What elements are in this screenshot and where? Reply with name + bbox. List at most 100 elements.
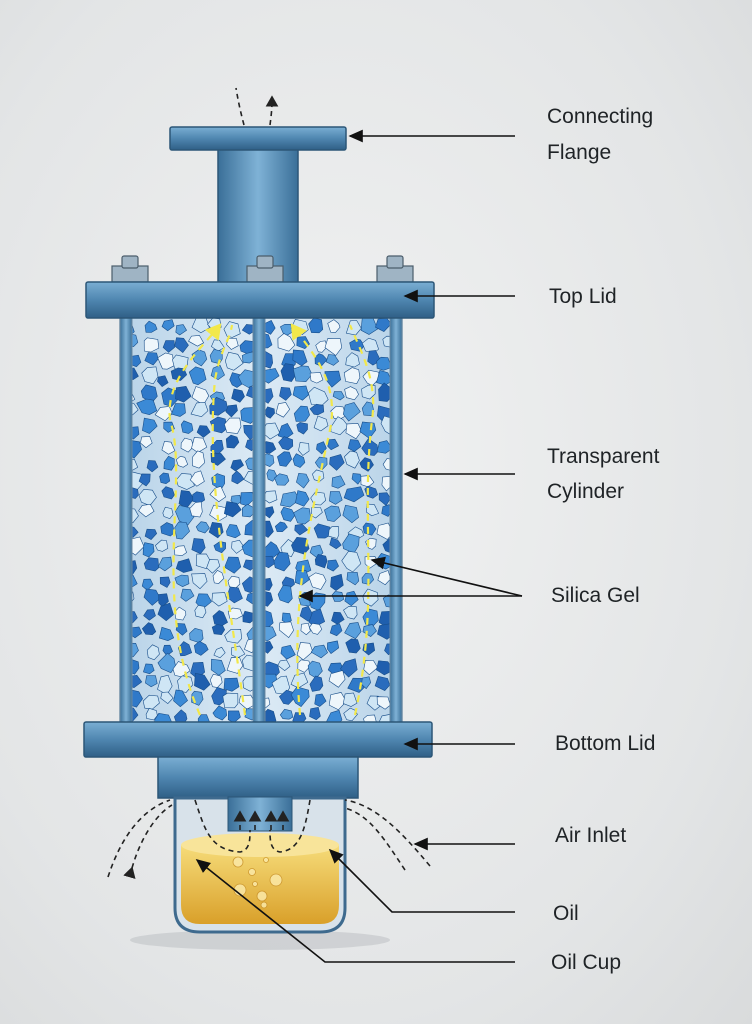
silica-gel-granule bbox=[345, 352, 360, 368]
silica-gel-granule bbox=[332, 391, 345, 401]
silica-gel-granule bbox=[225, 404, 238, 418]
silica-gel-granule bbox=[222, 692, 239, 709]
silica-gel-granule bbox=[157, 652, 176, 674]
silica-gel-granule bbox=[326, 709, 343, 722]
silica-gel-granule bbox=[376, 660, 394, 676]
silica-gel-granule bbox=[143, 557, 160, 572]
silica-gel-granule bbox=[191, 349, 208, 367]
silica-gel-granule bbox=[327, 438, 340, 451]
silica-gel-granule bbox=[313, 415, 329, 432]
silica-gel-granule bbox=[209, 416, 228, 434]
silica-gel-granule bbox=[298, 442, 310, 456]
silica-gel-granule bbox=[143, 609, 156, 621]
silica-gel-granule bbox=[175, 385, 192, 403]
silica-gel-granule bbox=[346, 572, 360, 586]
oil bbox=[181, 845, 339, 924]
silica-gel-granule bbox=[344, 450, 360, 469]
silica-gel-granule bbox=[145, 707, 158, 721]
silica-gel-granule bbox=[159, 576, 171, 588]
silica-gel-granule bbox=[209, 485, 227, 503]
label-transparent-cylinder-line1: Transparent bbox=[547, 445, 660, 468]
silica-gel-granule bbox=[191, 573, 208, 590]
label-air-inlet: Air Inlet bbox=[555, 824, 627, 847]
silica-gel-granule bbox=[279, 621, 294, 639]
bolts bbox=[111, 255, 414, 283]
airflow-path bbox=[168, 323, 375, 716]
leader-lines bbox=[195, 129, 523, 963]
silica-gel-granule bbox=[351, 473, 363, 485]
silica-gel-granule bbox=[343, 486, 365, 503]
silica-gel-granule bbox=[292, 349, 308, 367]
silica-gel-granule bbox=[343, 707, 358, 722]
silica-gel-granule bbox=[154, 406, 173, 422]
silica-gel-granule bbox=[363, 659, 378, 676]
silica-gel-granule bbox=[362, 522, 377, 536]
silica-gel-granule bbox=[210, 364, 225, 381]
silica-gel-granule bbox=[231, 388, 245, 403]
silica-gel-granule bbox=[275, 402, 291, 418]
silica-gel-granule bbox=[313, 523, 331, 539]
silica-gel-granule bbox=[212, 705, 228, 721]
silica-gel-granule bbox=[329, 623, 343, 637]
silica-gel-granule bbox=[309, 622, 323, 635]
silica-gel-granule bbox=[154, 712, 172, 722]
silica-gel-granule bbox=[197, 714, 210, 722]
silica-gel-granule bbox=[189, 501, 203, 518]
silica-gel-granule bbox=[274, 473, 290, 486]
silica-gel-granule bbox=[157, 352, 175, 370]
silica-gel-granule bbox=[296, 472, 310, 489]
silica-gel-granule bbox=[138, 473, 151, 487]
silica-gel-granule bbox=[141, 622, 157, 636]
silica-gel-granule bbox=[196, 425, 211, 438]
silica-gel-granule bbox=[189, 470, 205, 487]
silica-gel-granule bbox=[315, 340, 328, 353]
silica-gel-granule bbox=[376, 356, 392, 371]
silica-gel-granule bbox=[299, 605, 314, 622]
silica-gel-granule bbox=[280, 644, 296, 660]
silica-gel-granule bbox=[324, 338, 343, 356]
silica-gel-granule bbox=[326, 559, 339, 572]
silica-gel-granule bbox=[158, 626, 175, 642]
silica-gel-granule bbox=[309, 675, 324, 692]
silica-gel-granule bbox=[280, 506, 296, 522]
silica-gel-granule bbox=[366, 503, 380, 517]
silica-gel-granule bbox=[171, 403, 186, 417]
silica-gel-granule bbox=[308, 318, 324, 334]
silica-gel-granule bbox=[310, 507, 323, 519]
silica-gel-granule bbox=[331, 611, 345, 625]
silica-gel-granule bbox=[144, 352, 159, 366]
silica-gel-granule bbox=[194, 604, 207, 619]
silica-gel-granule bbox=[308, 572, 327, 590]
silica-gel-granule bbox=[223, 677, 240, 692]
silica-gel-granule bbox=[296, 642, 314, 661]
lower-collar bbox=[157, 756, 359, 799]
silica-gel-granule bbox=[175, 558, 193, 573]
silica-gel-granule bbox=[314, 553, 328, 569]
silica-gel-granule bbox=[324, 505, 342, 522]
silica-gel-granule bbox=[359, 457, 374, 472]
silica-gel-granule bbox=[191, 538, 206, 555]
silica-gel-granule bbox=[226, 586, 243, 604]
silica-gel-granule bbox=[290, 686, 310, 707]
silica-gel-granule bbox=[331, 475, 346, 489]
silica-gel-granule bbox=[347, 439, 362, 452]
silica-gel-granule bbox=[340, 658, 358, 678]
silica-gel-granule bbox=[274, 521, 288, 533]
silica-gel-granule bbox=[343, 605, 358, 620]
silica-gel-granule bbox=[212, 570, 225, 584]
silica-gel-granule bbox=[141, 366, 159, 385]
silica-gel-granule bbox=[180, 588, 195, 602]
label-top-lid: Top Lid bbox=[549, 285, 617, 308]
silica-gel-granule bbox=[309, 403, 325, 416]
air-inlet-arrows bbox=[107, 799, 431, 879]
silica-gel-granule bbox=[188, 366, 207, 386]
top-lid bbox=[85, 281, 435, 319]
silica-gel-granule bbox=[295, 490, 310, 507]
silica-gel-granule bbox=[327, 640, 340, 655]
silica-gel-granule bbox=[294, 569, 310, 586]
silica-gel-granule bbox=[297, 659, 311, 673]
silica-gel-granule bbox=[344, 386, 359, 401]
silica-gel-granule bbox=[342, 504, 359, 524]
silica-gel-granule bbox=[223, 501, 242, 518]
